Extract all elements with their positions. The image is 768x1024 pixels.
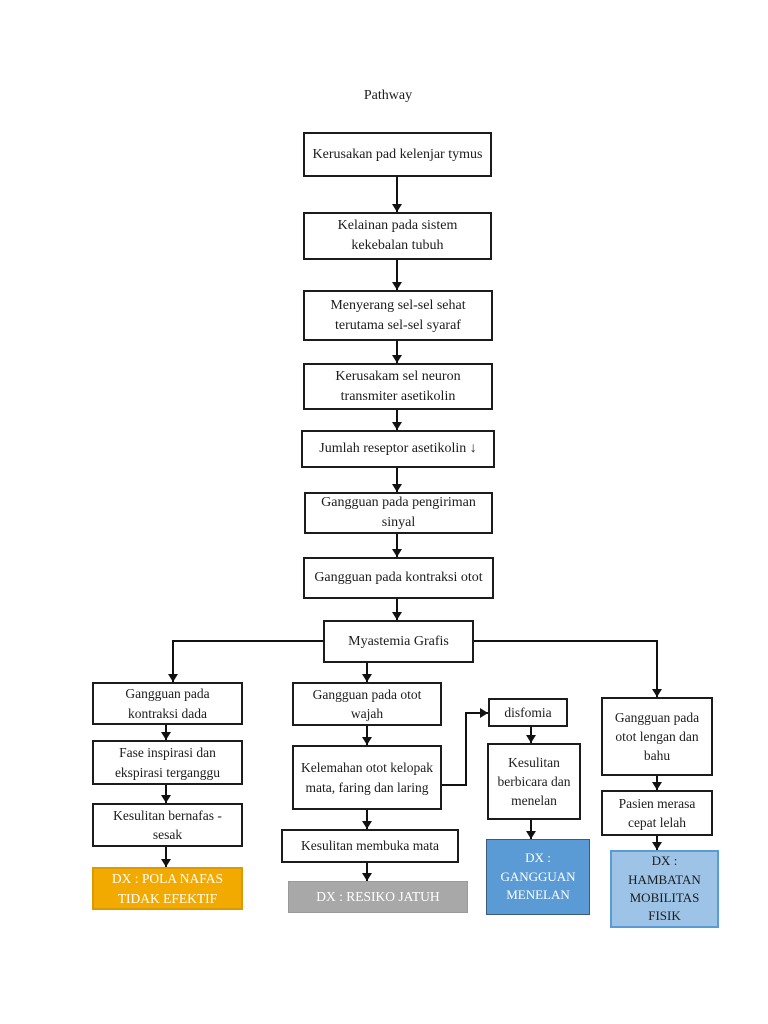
node-gangguan-kontraksi-dada: Gangguan pada kontraksi dada (92, 682, 243, 725)
node-kerusakan-kelenjar-tymus: Kerusakan pad kelenjar tymus (303, 132, 492, 177)
node-gangguan-kontraksi-otot: Gangguan pada kontraksi otot (303, 557, 494, 599)
node-kesulitan-membuka-mata: Kesulitan membuka mata (281, 829, 459, 863)
arrow-down-connector (362, 862, 372, 881)
arrow-down-connector (161, 783, 171, 803)
node-menyerang-sel-sehat: Menyerang sel-sel sehat terutama sel-sel… (303, 290, 493, 341)
arrow-down-connector (652, 640, 662, 697)
branch-line-left (172, 640, 325, 642)
arrow-down-connector (362, 725, 372, 745)
arrow-down-connector (392, 341, 402, 363)
arrow-down-connector (392, 409, 402, 430)
node-myastemia-grafis: Myastemia Grafis (323, 620, 474, 663)
node-pasien-cepat-lelah: Pasien merasa cepat lelah (601, 790, 713, 836)
arrow-down-connector (362, 662, 372, 682)
node-jumlah-reseptor-asetikolin: Jumlah reseptor asetikolin ↓ (301, 430, 495, 468)
arrow-down-connector (161, 846, 171, 867)
arrow-down-connector (652, 775, 662, 790)
node-gangguan-pengiriman-sinyal: Gangguan pada pengiriman sinyal (304, 492, 493, 534)
arrow-down-connector (362, 809, 372, 829)
arrow-down-connector (161, 724, 171, 740)
dx-gangguan-menelan: DX : GANGGUAN MENELAN (486, 839, 590, 915)
arrow-down-connector (652, 835, 662, 850)
dx-hambatan-mobilitas-fisik: DX : HAMBATAN MOBILITAS FISIK (610, 850, 719, 928)
arrow-down-connector (392, 534, 402, 557)
node-kelemahan-otot-kelopak-mata: Kelemahan otot kelopak mata, faring dan … (292, 745, 442, 810)
dx-pola-nafas-tidak-efektif: DX : POLA NAFAS TIDAK EFEKTIF (92, 867, 243, 910)
arrow-down-connector (392, 177, 402, 212)
node-kelainan-sistem-kekebalan: Kelainan pada sistem kekebalan tubuh (303, 212, 492, 260)
arrow-down-connector (526, 819, 536, 839)
arrow-down-connector (526, 726, 536, 743)
branch-line-right (471, 640, 658, 642)
node-gangguan-otot-wajah: Gangguan pada otot wajah (292, 682, 442, 726)
node-disfomia: disfomia (488, 698, 568, 727)
node-kerusakan-sel-neuron: Kerusakam sel neuron transmiter asetikol… (303, 363, 493, 410)
dx-resiko-jatuh: DX : RESIKO JATUH (288, 881, 468, 913)
node-kesulitan-berbicara-menelan: Kesulitan berbicara dan menelan (487, 743, 581, 820)
node-fase-inspirasi-ekspirasi: Fase inspirasi dan ekspirasi terganggu (92, 740, 243, 785)
page-title: Pathway (363, 88, 413, 103)
node-gangguan-otot-lengan-bahu: Gangguan pada otot lengan dan bahu (601, 697, 713, 776)
arrow-right-connector (465, 708, 488, 718)
arrow-down-connector (392, 599, 402, 620)
elbow-connector (465, 712, 467, 786)
arrow-down-connector (392, 468, 402, 492)
arrow-down-connector (392, 260, 402, 290)
elbow-connector (441, 784, 467, 786)
arrow-down-connector (168, 640, 178, 682)
node-kesulitan-bernafas: Kesulitan bernafas - sesak (92, 803, 243, 847)
